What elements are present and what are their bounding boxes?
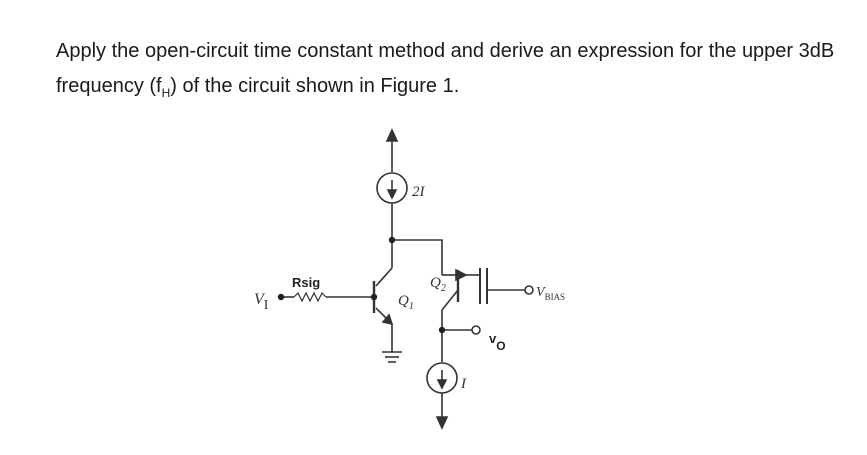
vbias-terminal [524,285,534,295]
bottom-source-label: I [460,376,467,392]
question-text-subscript: H [161,86,171,100]
vi-dot [277,293,285,301]
wire-node-to-q2 [392,239,443,262]
vi-label-main: V [254,291,266,308]
vo-terminal [471,325,481,335]
vbias-label: VBIAS [536,285,565,302]
q1-label-main: Q [398,293,409,309]
q1-label-sub: 1 [409,301,414,312]
question-text: Apply the open-circuit time constant met… [56,34,846,111]
top-source-label: 2I [412,184,426,200]
ground-icon [382,351,402,363]
vi-label: VI [254,291,269,313]
top-current-arrow-icon [386,180,398,200]
vo-label-sub: O [496,339,505,353]
q2-label-main: Q [430,275,441,291]
vo-label: vO [489,331,506,353]
node-dot [388,236,396,244]
q2-label-sub: 2 [441,283,446,294]
q2-transistor [441,262,488,330]
q1-label: Q1 [398,293,414,312]
q2-label: Q2 [430,275,446,294]
vbias-label-main: V [536,285,546,300]
bottom-current-arrow-icon [436,370,448,390]
bottom-supply-arrow-icon [435,416,449,430]
vbias-label-sub: BIAS [545,292,566,302]
question-text-main: Apply the open-circuit time constant met… [56,40,835,97]
rsig-resistor [293,291,327,303]
output-dot [438,326,446,334]
rsig-label: Rsig [292,275,320,290]
question-text-end: ) of the circuit shown in Figure 1. [170,75,460,97]
vi-label-sub: I [264,298,269,313]
vo-label-main: v [489,331,497,346]
top-supply-arrow-icon [385,128,399,142]
q1-base-dot [370,293,378,301]
